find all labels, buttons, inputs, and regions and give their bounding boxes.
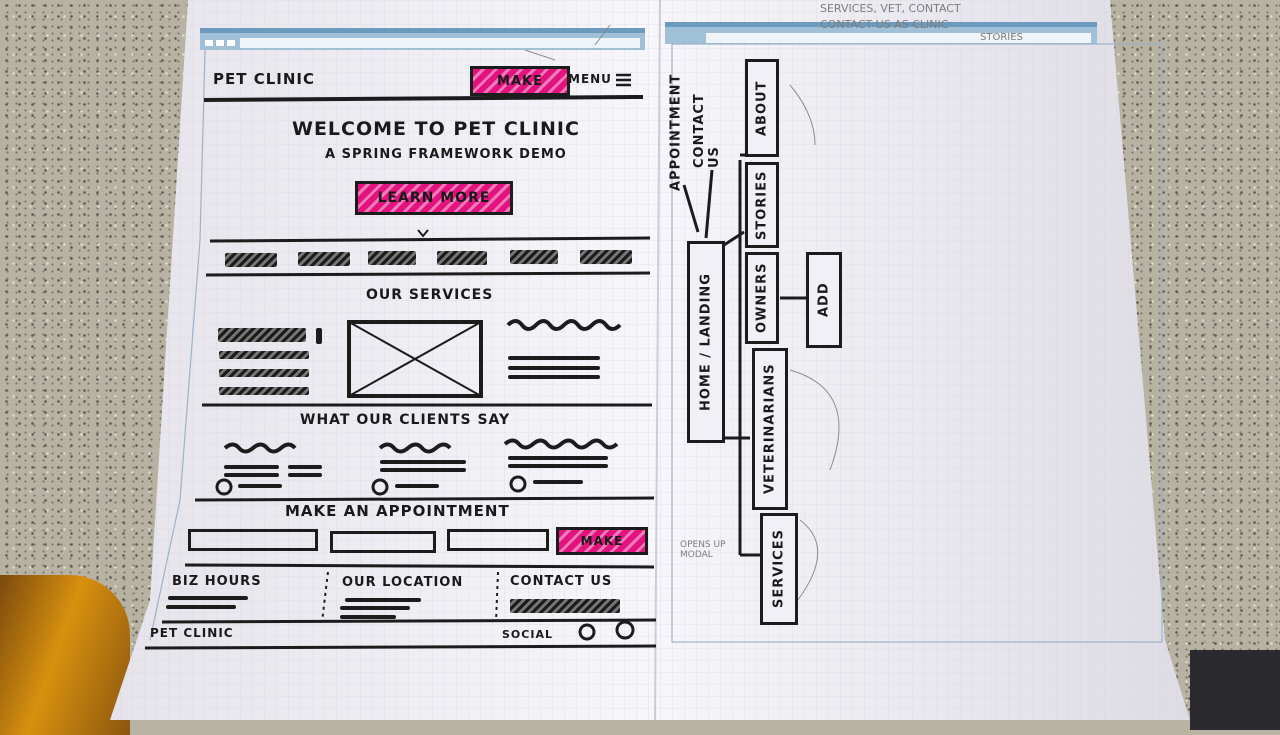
nav-strip-item[interactable] xyxy=(368,251,416,265)
logo-text: PET CLINIC xyxy=(213,70,315,88)
pencil-note-top: STORIES xyxy=(980,32,1023,43)
testimonial-author-line xyxy=(238,484,282,488)
sitemap-node-appointment: APPOINTMENT xyxy=(668,73,684,191)
footer-text-line xyxy=(345,598,421,602)
avatar-icon xyxy=(511,477,525,491)
testimonial-text-line xyxy=(508,464,608,468)
nav-strip-item[interactable] xyxy=(225,253,277,267)
contact-form-field[interactable] xyxy=(510,599,620,613)
nav-strip-item[interactable] xyxy=(580,250,632,264)
sitemap-node-add: ADD xyxy=(806,252,842,348)
dark-floor-corner xyxy=(1190,650,1280,730)
appointment-input[interactable] xyxy=(188,529,318,551)
service-list-item xyxy=(219,351,309,359)
chevron-down-icon[interactable] xyxy=(414,226,432,240)
footer-text-line xyxy=(168,596,248,600)
footer-hours-heading: BIZ HOURS xyxy=(172,574,262,589)
brass-chair-edge xyxy=(0,575,130,735)
sitemap-node-stories: STORIES xyxy=(745,162,779,248)
footer-text-line xyxy=(340,615,396,619)
sitemap-node-home: HOME / LANDING xyxy=(687,241,725,443)
service-text-line xyxy=(508,356,600,360)
footer-contact-heading: CONTACT US xyxy=(510,574,613,589)
sitemap-node-contact: CONTACT US xyxy=(692,93,722,168)
testimonial-text-line xyxy=(288,473,322,477)
testimonials-title: WHAT OUR CLIENTS SAY xyxy=(300,412,511,428)
appointment-input[interactable] xyxy=(447,529,549,551)
service-text-line xyxy=(508,375,600,379)
testimonial-text-line xyxy=(380,468,466,472)
hamburger-icon[interactable] xyxy=(614,72,634,88)
footer-brand: PET CLINIC xyxy=(150,626,234,640)
service-list-item xyxy=(219,387,309,395)
sitemap-node-services: SERVICES xyxy=(760,513,798,625)
avatar-icon xyxy=(373,480,387,494)
social-icon[interactable] xyxy=(579,624,595,640)
learn-more-button[interactable]: LEARN MORE xyxy=(355,181,513,215)
hero-title: WELCOME TO PET CLINIC xyxy=(292,118,580,140)
nav-make-button[interactable]: MAKE xyxy=(470,66,570,96)
nav-strip-item[interactable] xyxy=(298,252,350,266)
testimonial-text-line xyxy=(508,456,608,460)
testimonial-text-line xyxy=(224,465,279,469)
service-list-item xyxy=(218,328,306,342)
image-placeholder xyxy=(349,322,481,396)
appointment-input[interactable] xyxy=(330,531,436,553)
services-title: OUR SERVICES xyxy=(366,287,494,303)
sitemap-node-veterinarians: VETERINARIANS xyxy=(752,348,788,510)
service-text-line xyxy=(508,366,600,370)
nav-strip-item[interactable] xyxy=(437,251,487,265)
pencil-note-top: SERVICES, VET, CONTACT xyxy=(820,2,961,15)
hero-subtitle: A SPRING FRAMEWORK DEMO xyxy=(325,147,567,162)
pencil-note-top: CONTACT US AS CLINIC xyxy=(820,18,949,31)
footer-text-line xyxy=(166,605,236,609)
appointment-make-button[interactable]: MAKE xyxy=(556,527,648,555)
paper-sheet xyxy=(110,0,1190,720)
testimonial-author-line xyxy=(533,480,583,484)
sitemap-node-owners: OWNERS xyxy=(745,252,779,344)
testimonial-text-line xyxy=(288,465,322,469)
sitemap-node-about: ABOUT xyxy=(745,59,779,157)
pencil-note-modal: OPENS UP MODAL xyxy=(680,540,726,560)
footer-location-heading: OUR LOCATION xyxy=(342,575,464,590)
social-icon[interactable] xyxy=(616,621,634,639)
avatar-icon xyxy=(217,480,231,494)
appointment-title: MAKE AN APPOINTMENT xyxy=(285,502,510,520)
nav-strip-item[interactable] xyxy=(510,250,558,264)
footer-social-label: SOCIAL xyxy=(502,628,553,641)
footer-text-line xyxy=(340,606,410,610)
testimonial-author-line xyxy=(395,484,439,488)
menu-label[interactable]: MENU xyxy=(568,72,612,86)
service-list-item xyxy=(219,369,309,377)
testimonial-text-line xyxy=(224,473,279,477)
service-scrollbar[interactable] xyxy=(316,328,322,344)
testimonial-text-line xyxy=(380,460,466,464)
